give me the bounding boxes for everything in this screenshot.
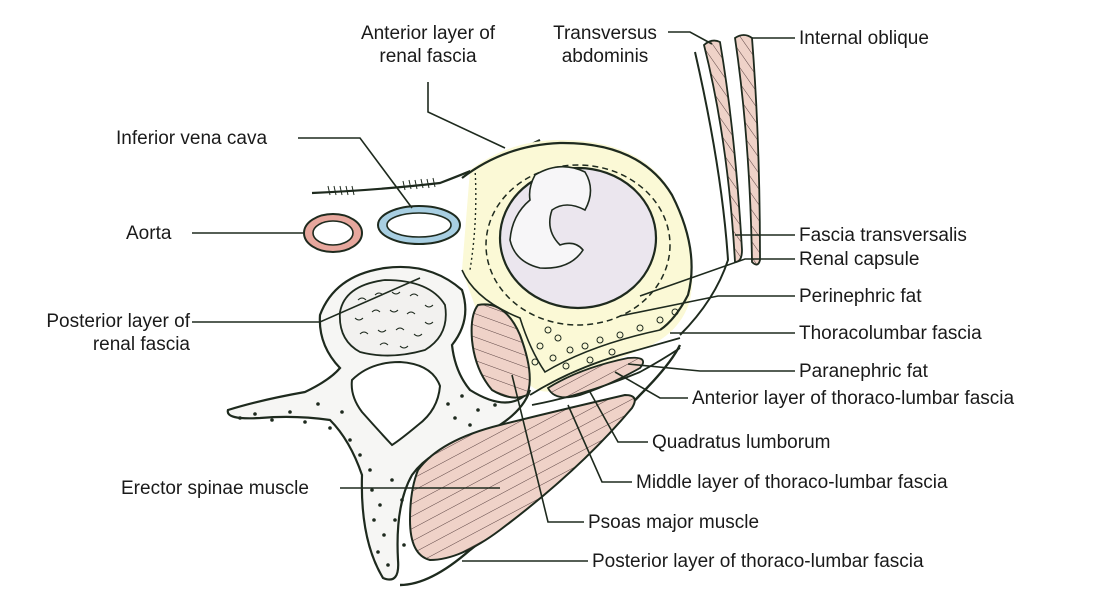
label-quadratus-lumborum: Quadratus lumborum: [652, 432, 831, 453]
ivc-lumen: [386, 212, 452, 238]
label-transversus-abdominis: Transversus abdominis: [540, 22, 670, 68]
perinephric-fat-bubbles: [531, 308, 679, 370]
label-erector-spinae: Erector spinae muscle: [121, 478, 309, 499]
middle-thoracolumbar-fascia-line: [531, 347, 681, 406]
transversus-abdominis-muscle: [702, 39, 743, 263]
leader-lines: [192, 31, 795, 562]
label-perinephric-fat: Perinephric fat: [799, 286, 922, 307]
renal-capsule-outline: [485, 164, 671, 326]
anterior-thoracolumbar-fascia-line: [529, 337, 681, 396]
label-middle-thoracolumbar-fascia: Middle layer of thoraco-lumbar fascia: [636, 472, 948, 493]
aorta-lumen: [312, 220, 354, 246]
label-anterior-renal-fascia-line1: Anterior layer of: [360, 23, 496, 44]
fascia-dotted-edge: [469, 167, 477, 271]
bone-marrow-dots: [238, 394, 497, 567]
fascia-transversalis-line: [679, 51, 730, 336]
label-aorta: Aorta: [126, 223, 172, 244]
label-anterior-thoracolumbar-fascia: Anterior layer of thoraco-lumbar fascia: [692, 388, 1015, 409]
vertebral-canal: [350, 360, 442, 447]
label-thoracolumbar-fascia: Thoracolumbar fascia: [799, 323, 982, 344]
vertebral-body-cancellous: [338, 279, 447, 357]
label-anterior-renal-fascia-line2: renal fascia: [379, 46, 477, 67]
label-posterior-renal-fascia: Posterior layer of renal fascia: [10, 310, 190, 356]
label-anterior-renal-fascia: Anterior layer of renal fascia: [343, 22, 513, 68]
posterior-renal-fascia-line: [461, 269, 661, 374]
label-posterior-thoracolumbar-fascia: Posterior layer of thoraco-lumbar fascia: [592, 551, 924, 572]
label-fascia-transversalis: Fascia transversalis: [799, 225, 967, 246]
label-posterior-renal-fascia-line1: Posterior layer of: [46, 311, 190, 332]
renal-sinus: [509, 165, 592, 269]
label-transversus-line1: Transversus: [553, 23, 657, 44]
label-paranephric-fat: Paranephric fat: [799, 361, 928, 382]
erector-spinae-muscle: [408, 393, 636, 562]
label-renal-capsule: Renal capsule: [799, 249, 920, 270]
vessel-adventitia-hatching: [327, 177, 436, 196]
anterior-renal-fascia-outline: [461, 141, 693, 331]
label-posterior-renal-fascia-line2: renal fascia: [92, 334, 190, 355]
psoas-major-muscle: [470, 303, 531, 399]
label-internal-oblique: Internal oblique: [799, 28, 929, 49]
label-transversus-line2: abdominis: [561, 46, 649, 67]
label-psoas-major: Psoas major muscle: [588, 512, 760, 533]
internal-oblique-muscle: [734, 34, 761, 266]
label-inferior-vena-cava: Inferior vena cava: [116, 128, 268, 149]
